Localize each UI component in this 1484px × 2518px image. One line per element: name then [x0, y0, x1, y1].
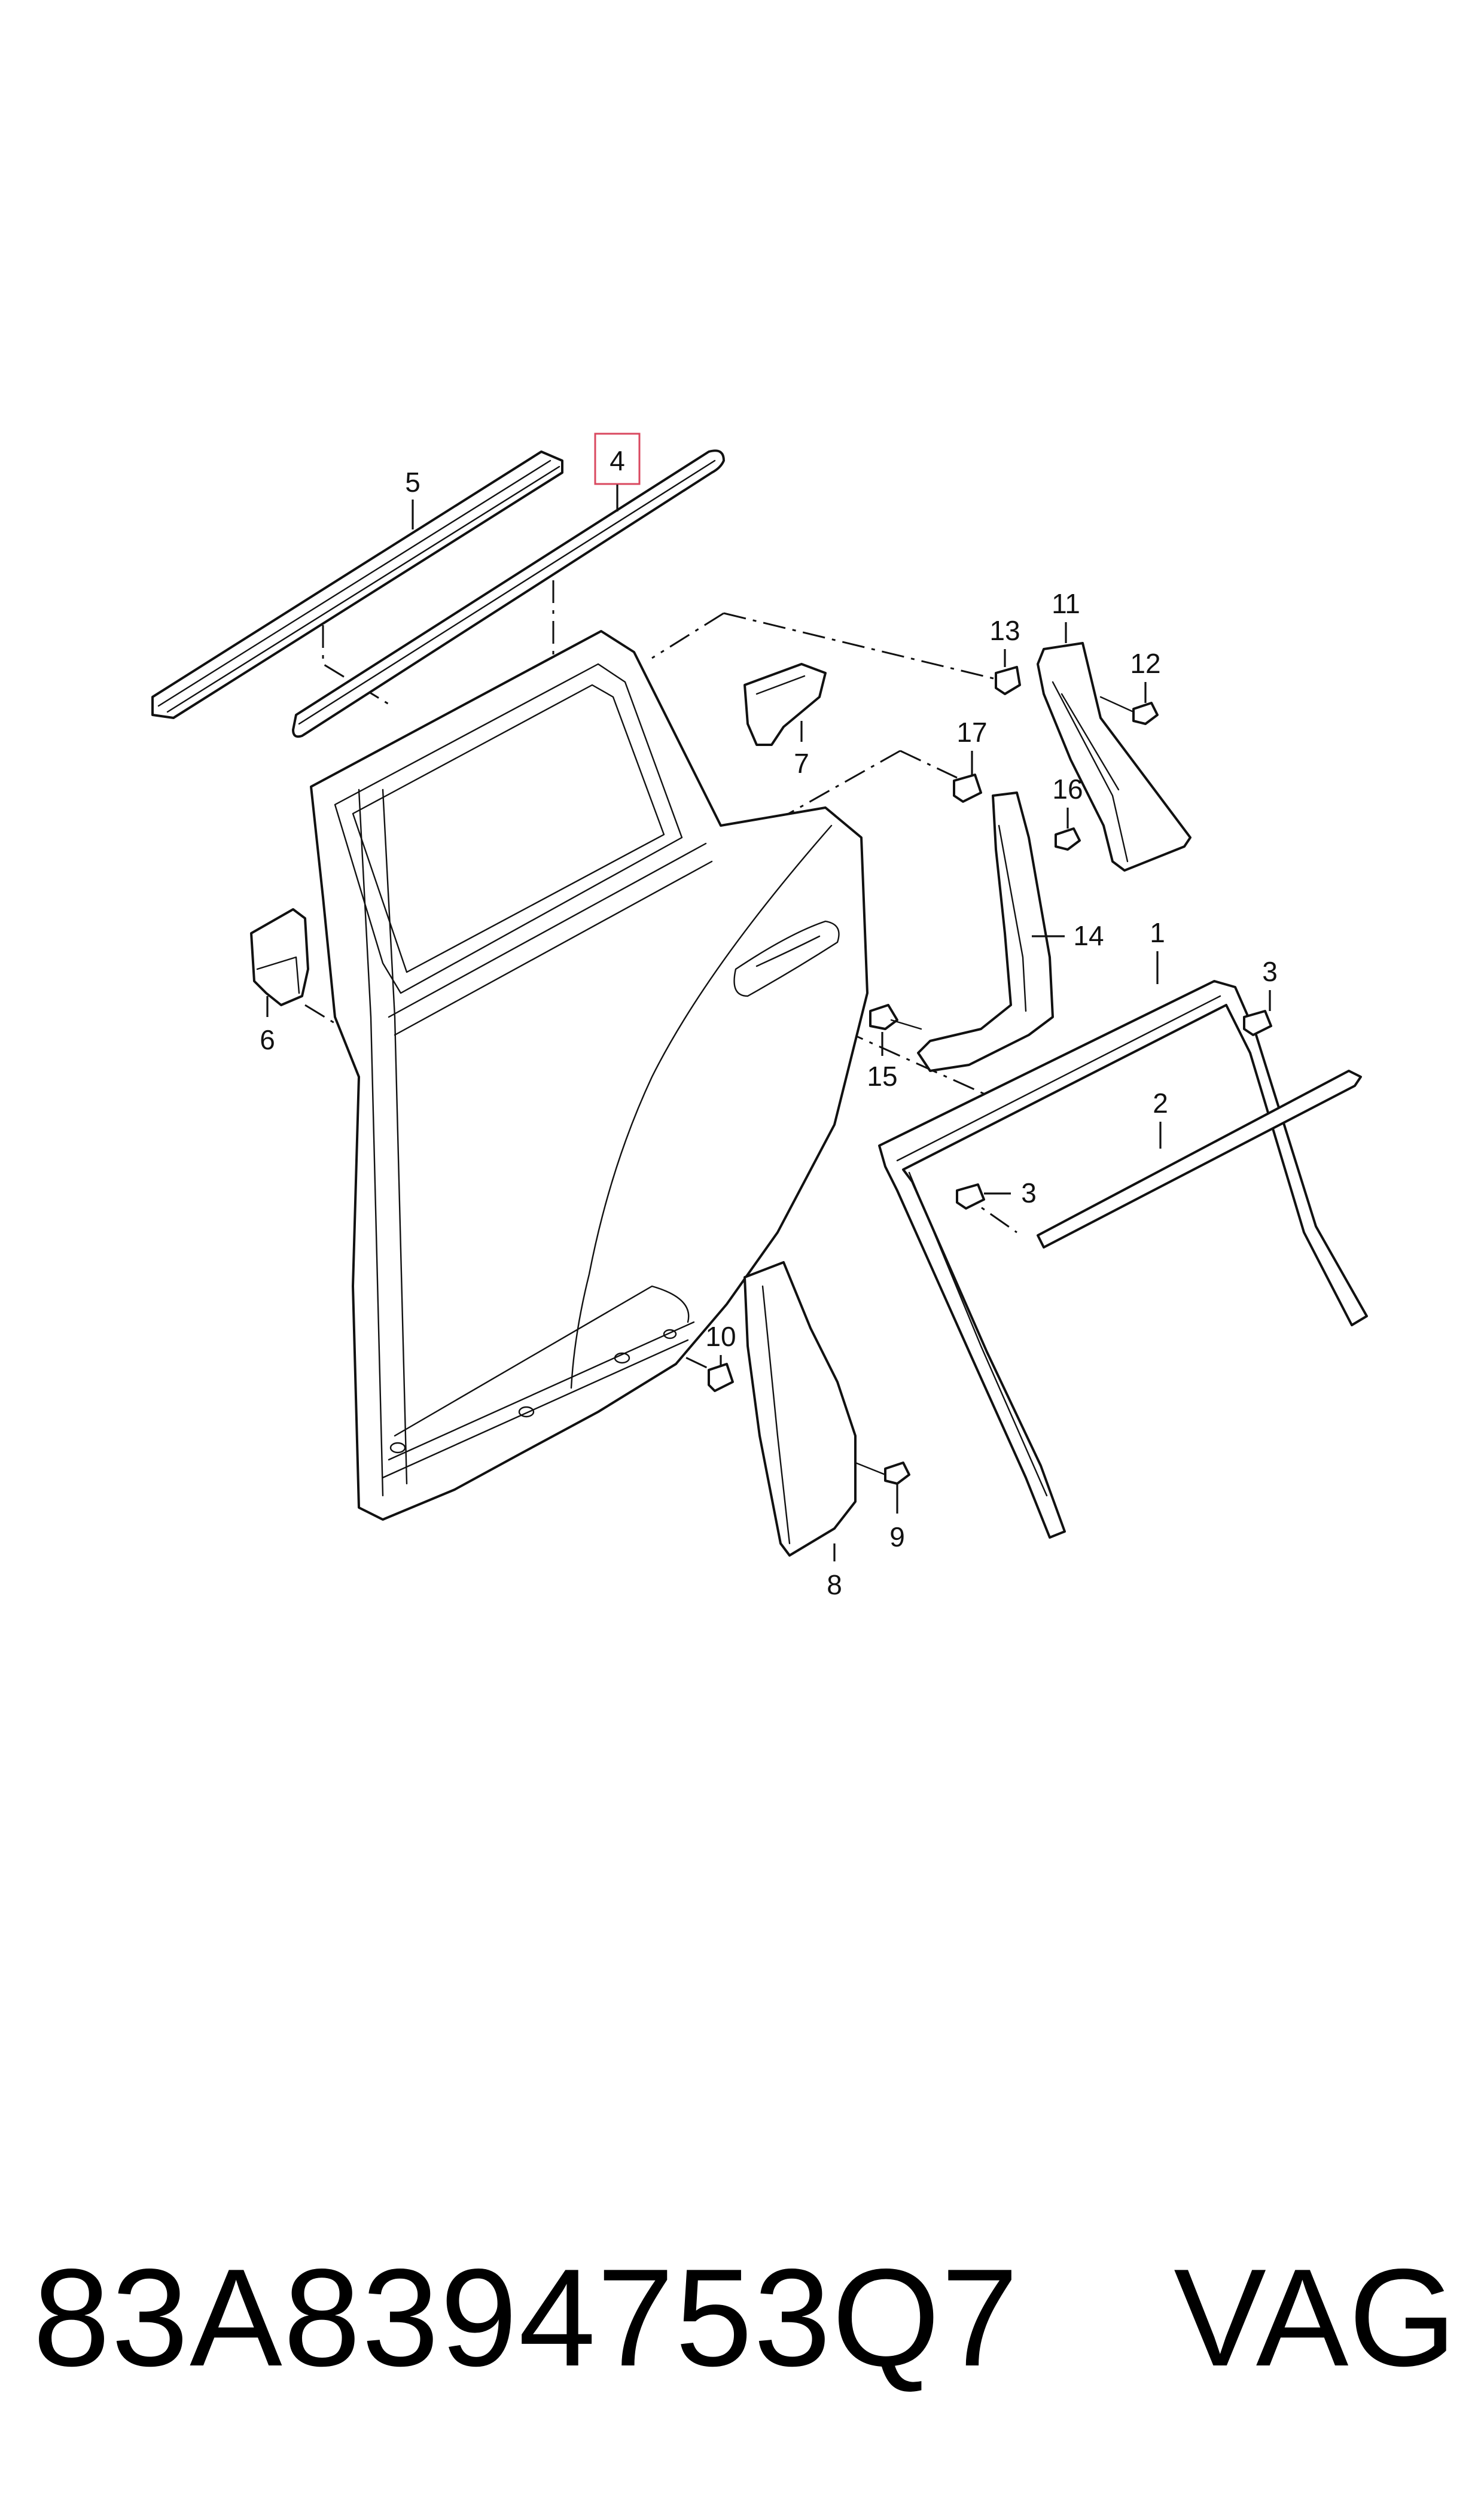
part-12-screw[interactable] [1099, 696, 1159, 725]
callout-9[interactable]: 9 [889, 1484, 905, 1552]
callout-10-label: 10 [705, 1321, 736, 1352]
callout-12-label: 12 [1130, 648, 1160, 679]
callout-7-label: 7 [794, 748, 809, 779]
rear-door-shell[interactable] [310, 630, 869, 1521]
brand-label: VAG [1174, 2240, 1456, 2395]
part-14-trim-strip[interactable] [917, 791, 1054, 1072]
callout-4[interactable]: 4 [594, 433, 641, 511]
callout-6-label: 6 [260, 1024, 275, 1055]
callout-3-lower[interactable]: 3 [984, 1177, 1037, 1208]
part-15-screw[interactable] [869, 1004, 922, 1030]
callout-9-label: 9 [889, 1521, 905, 1552]
part-1-frame-moulding[interactable] [878, 980, 1368, 1539]
callout-1-label: 1 [1150, 917, 1165, 948]
callout-11-label: 11 [1052, 588, 1080, 619]
callout-1[interactable]: 1 [1150, 917, 1165, 984]
callout-17[interactable]: 17 [956, 717, 988, 775]
part-11-trim-panel[interactable] [1037, 642, 1192, 872]
part-6-bracket[interactable] [250, 908, 309, 1006]
callout-4-label: 4 [610, 445, 625, 476]
part-13-clip[interactable] [995, 666, 1021, 695]
callout-16-label: 16 [1052, 774, 1083, 805]
callout-5-label: 5 [405, 467, 420, 498]
callout-17-label: 17 [956, 717, 987, 748]
callout-14[interactable]: 14 [1032, 920, 1104, 951]
part-7-clip-housing[interactable] [743, 663, 827, 746]
part-number: 83A8394753Q7 [33, 2240, 1020, 2395]
callout-8-label: 8 [827, 1569, 842, 1600]
part-4-inner-belt-seal[interactable] [292, 449, 725, 738]
part-17-clip[interactable] [953, 774, 982, 803]
callout-13-label: 13 [989, 615, 1020, 646]
part-9-screw[interactable] [854, 1462, 910, 1485]
callout-8[interactable]: 8 [827, 1543, 842, 1600]
callout-6[interactable]: 6 [260, 996, 275, 1055]
callout-15-label: 15 [867, 1061, 897, 1092]
callout-3-upper[interactable]: 3 [1262, 956, 1278, 1011]
part-2-seal-strip[interactable] [1037, 1070, 1362, 1249]
callout-16[interactable]: 16 [1052, 774, 1083, 829]
callout-3-upper-label: 3 [1262, 956, 1278, 987]
callout-2[interactable]: 2 [1153, 1088, 1168, 1149]
callout-10[interactable]: 10 [705, 1321, 736, 1367]
callout-13[interactable]: 13 [989, 615, 1020, 667]
callout-5[interactable]: 5 [405, 467, 420, 529]
part-3-clip-b[interactable] [956, 1183, 985, 1210]
callout-12[interactable]: 12 [1130, 648, 1161, 703]
callout-7[interactable]: 7 [794, 721, 809, 779]
footer: 83A8394753Q7 VAG [33, 2246, 1456, 2390]
callout-15[interactable]: 15 [867, 1032, 898, 1092]
part-10-clip[interactable] [708, 1363, 734, 1392]
part-8-pillar-trim[interactable] [743, 1261, 857, 1557]
callout-14-label: 14 [1073, 920, 1104, 951]
callout-3-lower-label: 3 [1021, 1177, 1037, 1208]
part-3-clip-a[interactable] [1243, 1010, 1272, 1036]
callout-4-highlight [594, 433, 641, 485]
part-16-screw[interactable] [1055, 827, 1081, 851]
callout-11[interactable]: 11 [1052, 588, 1080, 643]
part-5-outer-belt-seal[interactable] [151, 450, 563, 719]
callout-2-label: 2 [1153, 1088, 1168, 1119]
